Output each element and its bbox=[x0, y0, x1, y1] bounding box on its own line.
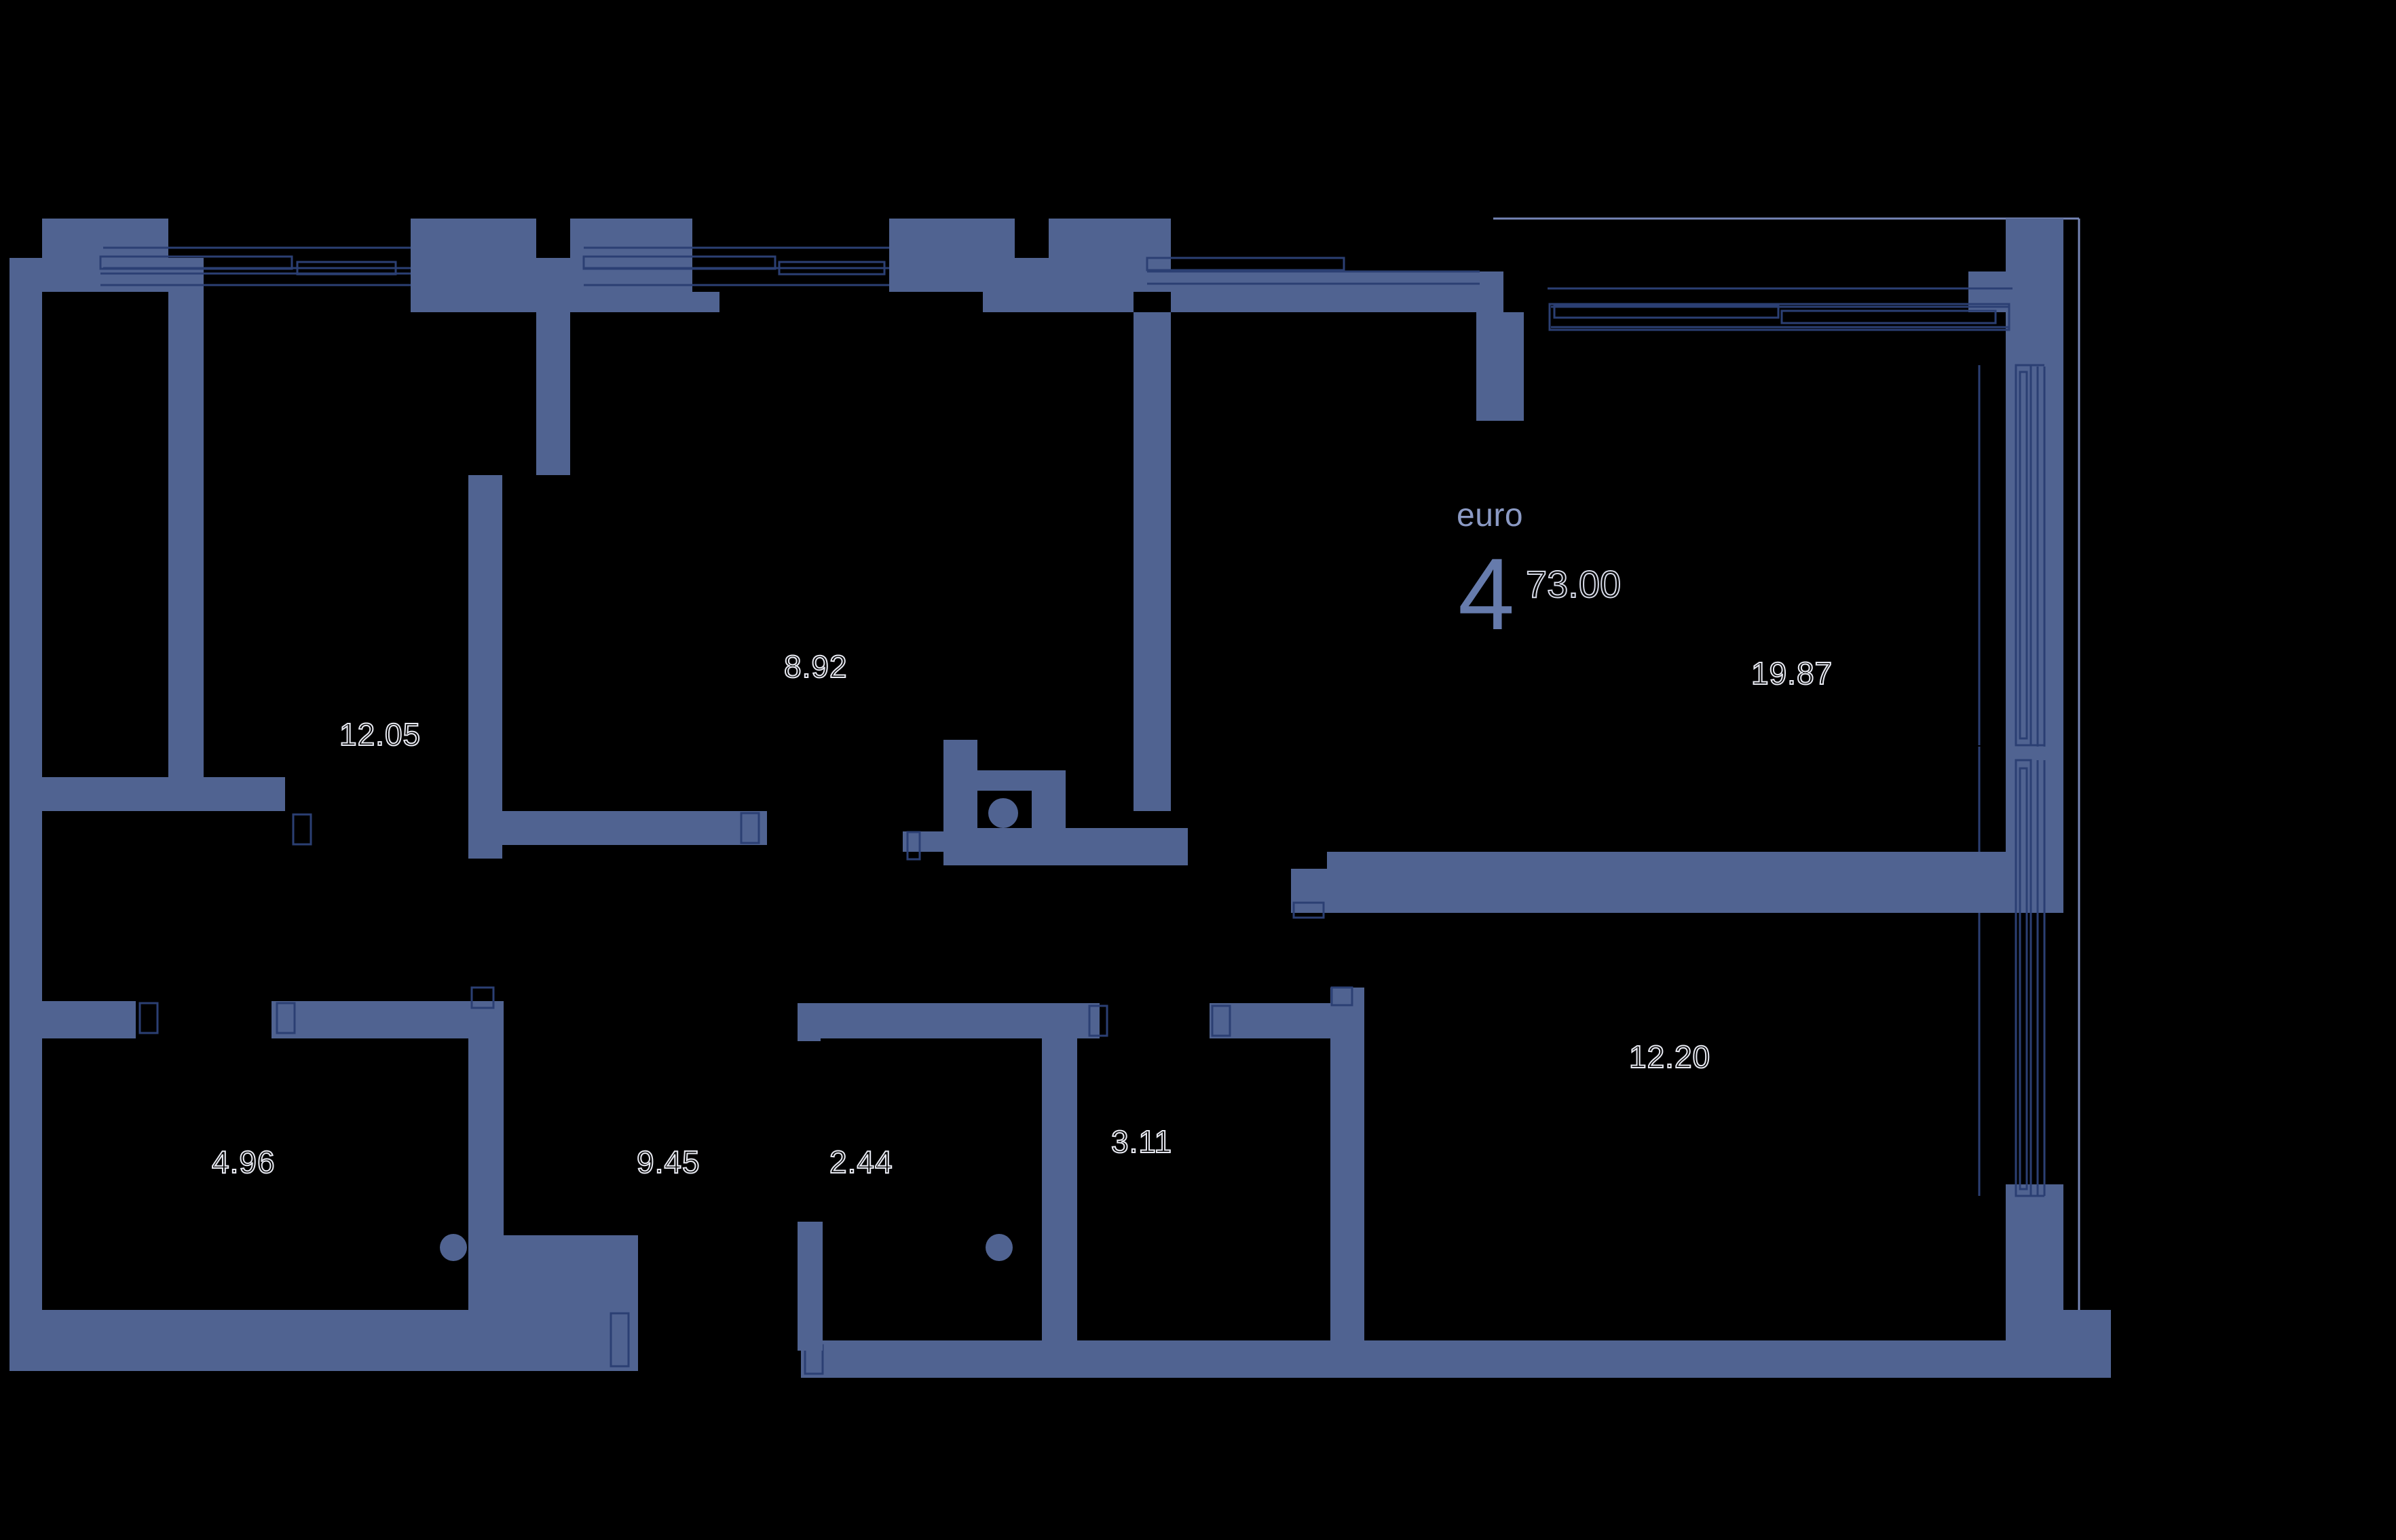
room-area-bathroom-left: 4.96 bbox=[211, 1144, 276, 1180]
vent-shaft-marker bbox=[988, 798, 1018, 828]
balcony-window-right-upper bbox=[1978, 364, 2046, 747]
room-area-storage: 3.11 bbox=[1110, 1123, 1173, 1160]
room-area-bedroom-mid: 8.92 bbox=[783, 648, 848, 685]
room-area-bedroom-left: 12.05 bbox=[339, 716, 422, 753]
window-top-mid bbox=[582, 246, 889, 286]
balcony-window-right-lower bbox=[1978, 759, 2046, 1197]
apartment-type-label: euro bbox=[1457, 497, 1524, 533]
bottom-exterior-wall bbox=[10, 1310, 2111, 1378]
apartment-rooms-count: 4 bbox=[1458, 537, 1515, 651]
door-dot-bathroom-left bbox=[440, 1234, 467, 1261]
room-area-bedroom-right: 12.20 bbox=[1628, 1038, 1711, 1075]
right-exterior-wall bbox=[2006, 743, 2111, 1371]
room-area-wc: 2.44 bbox=[829, 1144, 893, 1180]
window-top-right-a bbox=[1146, 257, 1480, 285]
door-dot-wc bbox=[986, 1234, 1013, 1261]
window-top-right-b bbox=[1548, 287, 2013, 331]
window-top-left bbox=[99, 246, 411, 286]
room-area-hall: 9.45 bbox=[636, 1144, 700, 1180]
door-markers bbox=[440, 1234, 1013, 1261]
apartment-total-area: 73.00 bbox=[1525, 562, 1622, 606]
room-area-living-room: 19.87 bbox=[1751, 655, 1833, 692]
exterior-outline bbox=[1493, 217, 2080, 1371]
top-exterior-wall bbox=[10, 219, 2063, 1354]
interior-walls bbox=[42, 475, 2009, 1357]
